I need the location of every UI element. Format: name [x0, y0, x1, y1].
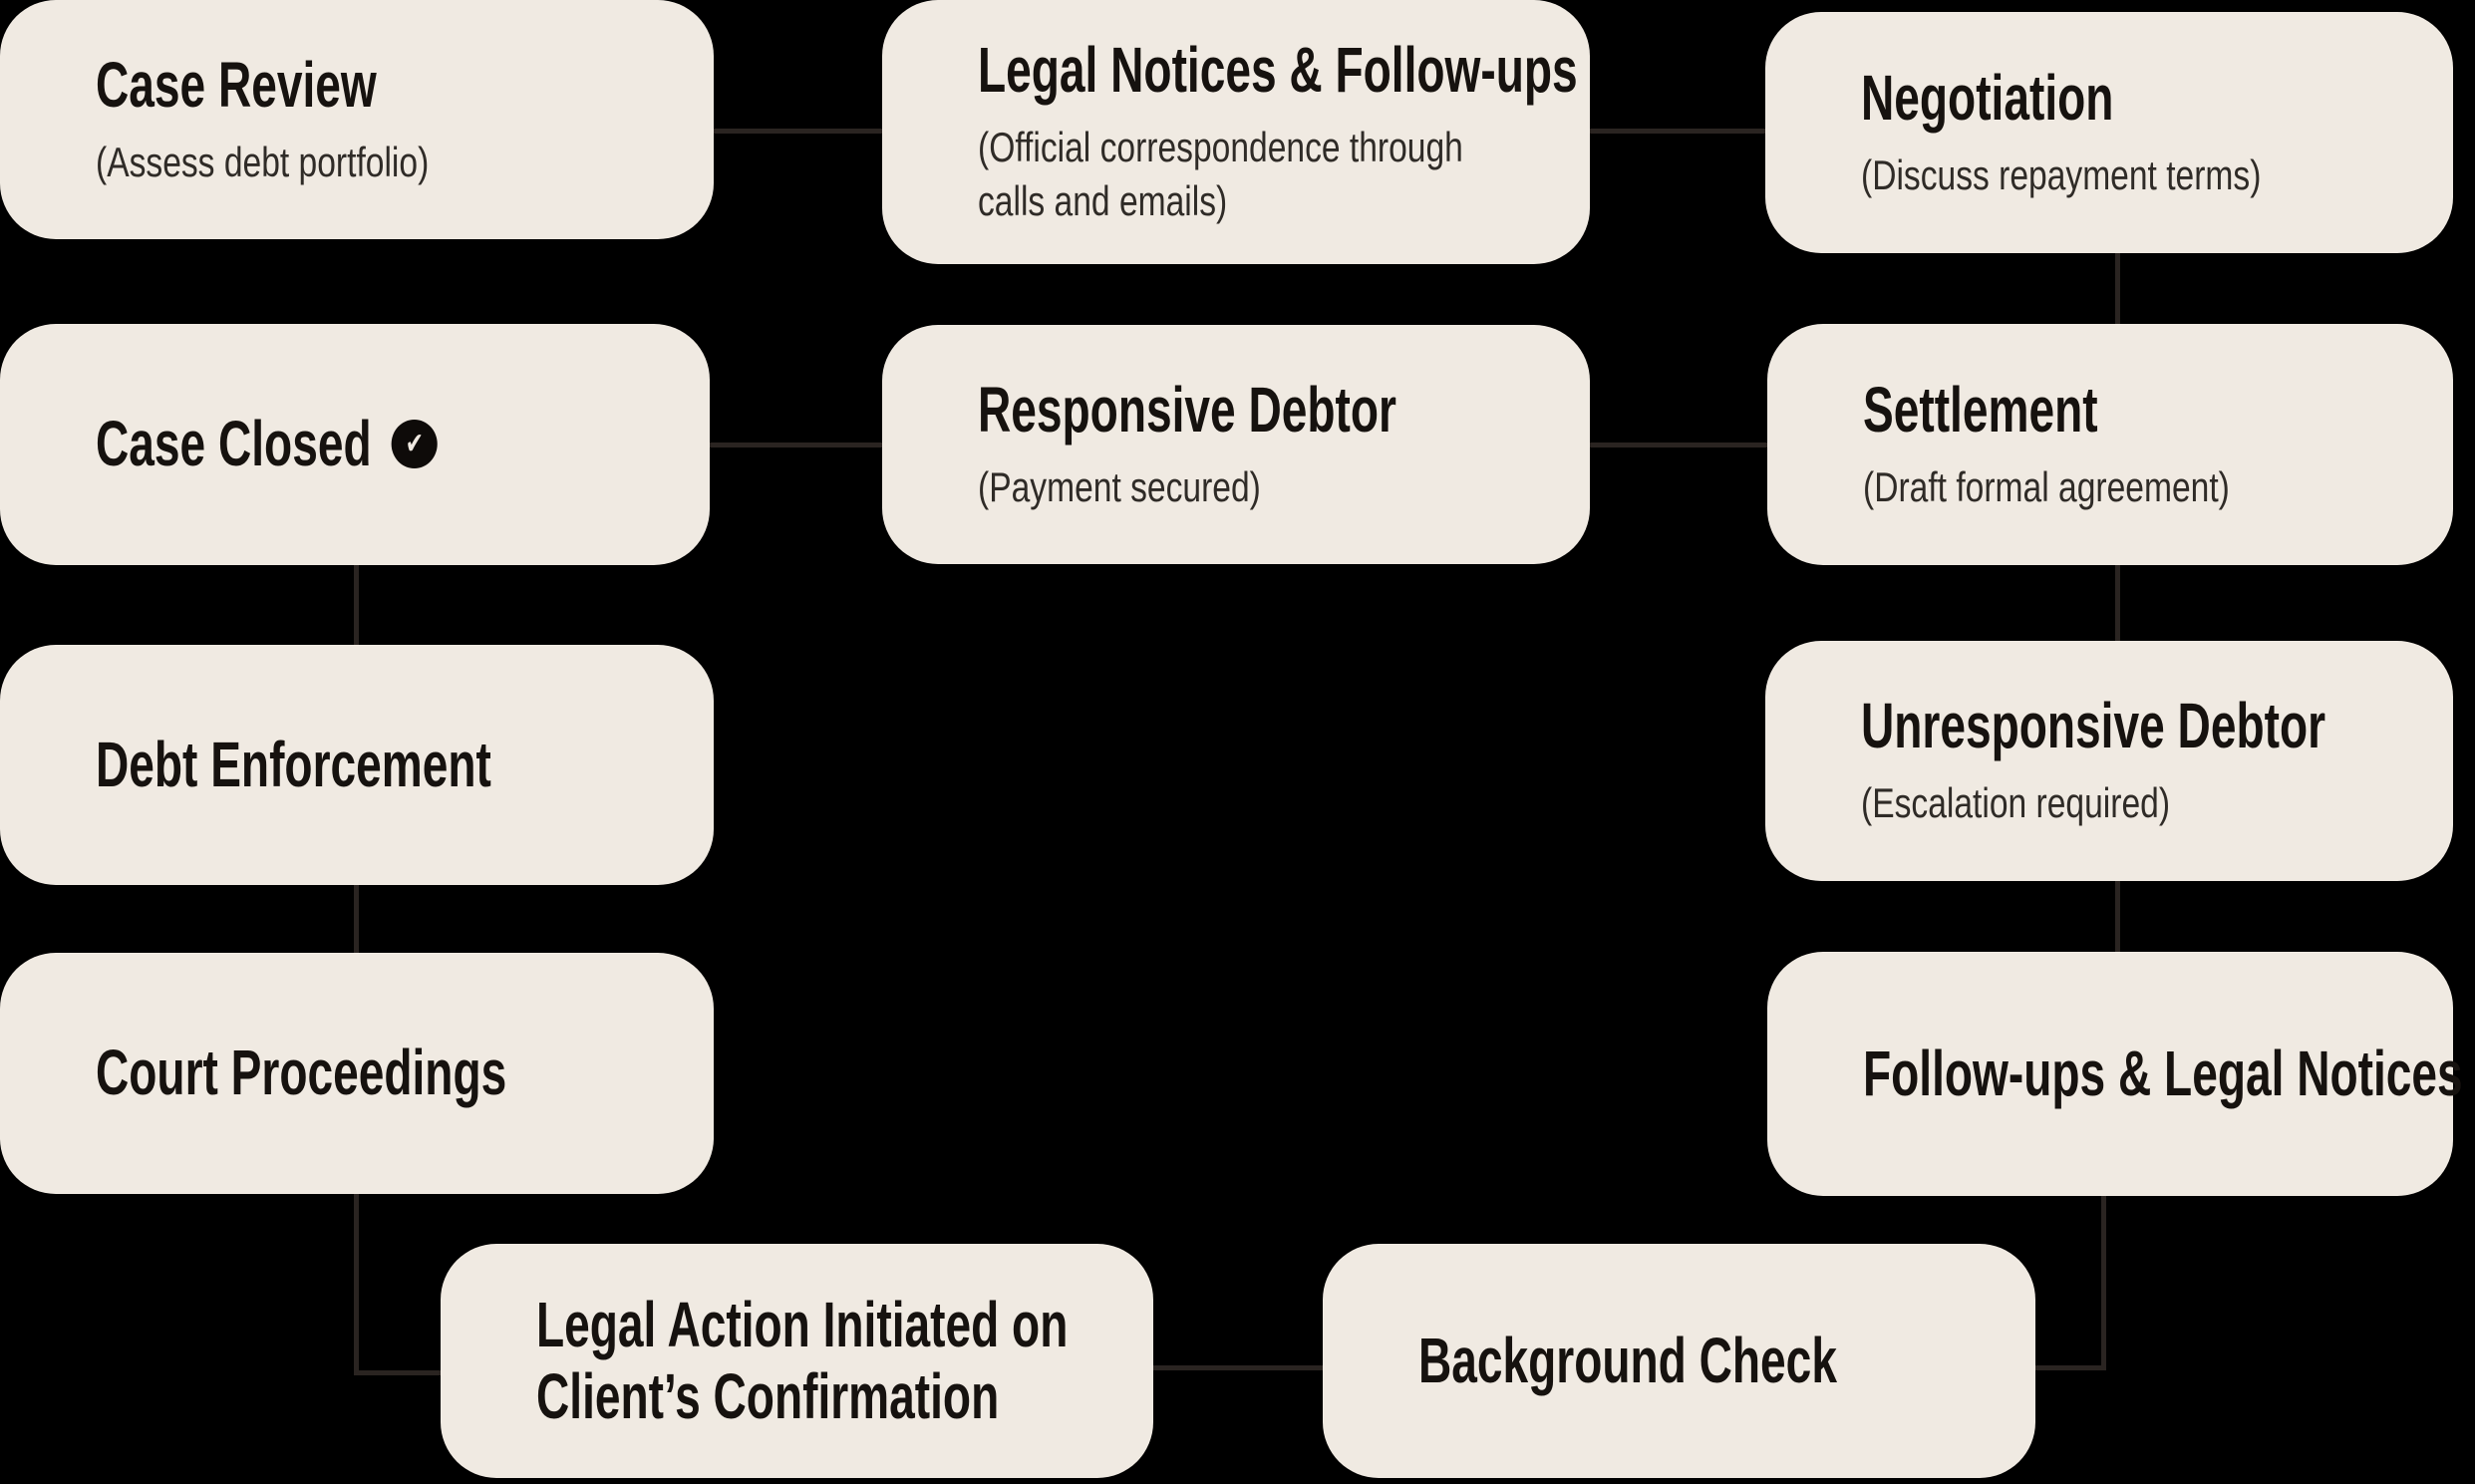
connector-background-check-to-legal-action	[1151, 1365, 1325, 1370]
node-court-proceedings: Court Proceedings	[0, 953, 714, 1194]
connector-settlement-to-responsive-debtor	[1588, 443, 1771, 447]
connector-responsive-debtor-to-case-closed	[708, 443, 885, 447]
node-case-review: Case Review (Assess debt portfolio)	[0, 0, 714, 239]
check-circle-icon: ✔	[391, 420, 438, 469]
node-title: Negotiation	[1861, 61, 2114, 134]
node-legal-notices-follow-ups: Legal Notices & Follow-ups (Official cor…	[882, 0, 1590, 264]
connector-court-proceedings-to-debt-enforcement	[354, 882, 359, 956]
node-title: Legal Notices & Follow-ups	[978, 34, 1578, 107]
node-title: Legal Action Initiated on Client’s Confi…	[536, 1288, 1069, 1432]
node-responsive-debtor: Responsive Debtor (Payment secured)	[882, 325, 1590, 564]
connector-case-review-to-legal-notices	[714, 129, 885, 134]
node-negotiation: Negotiation (Discuss repayment terms)	[1765, 12, 2453, 253]
node-subtitle: (Escalation required)	[1861, 779, 2171, 827]
connector-unresponsive-debtor-to-follow-ups	[2115, 879, 2120, 955]
node-subtitle: (Assess debt portfolio)	[96, 138, 430, 185]
node-title: Case Review	[96, 48, 377, 121]
node-title: Background Check	[1418, 1324, 1837, 1396]
node-title: Debt Enforcement	[96, 728, 491, 800]
node-background-check: Background Check	[1323, 1244, 2035, 1478]
node-unresponsive-debtor: Unresponsive Debtor (Escalation required…	[1765, 641, 2453, 881]
node-settlement: Settlement (Draft formal agreement)	[1767, 324, 2453, 565]
node-title: Responsive Debtor	[978, 373, 1396, 445]
connector-legal-action-to-court-proceedings	[354, 1192, 359, 1375]
connector-settlement-to-unresponsive-debtor	[2115, 562, 2120, 644]
node-debt-enforcement: Debt Enforcement	[0, 645, 714, 885]
node-follow-ups-legal-notices: Follow-ups & Legal Notices	[1767, 952, 2463, 1196]
node-subtitle: (Payment secured)	[978, 462, 1261, 510]
node-title: Unresponsive Debtor	[1861, 690, 2326, 762]
connector-legal-notices-to-negotiation	[1588, 129, 1767, 134]
node-title: Case Closed	[96, 408, 372, 480]
connector-legal-action-left-segment	[354, 1370, 444, 1375]
node-title: Court Proceedings	[96, 1037, 507, 1109]
node-title: Settlement	[1863, 373, 2098, 445]
connector-negotiation-to-settlement	[2115, 249, 2120, 327]
connector-debt-enforcement-to-case-closed	[354, 562, 359, 647]
node-subtitle: (Discuss repayment terms)	[1861, 150, 2262, 198]
connector-follow-ups-down-segment	[2101, 1194, 2106, 1370]
node-title: Follow-ups & Legal Notices	[1863, 1037, 2463, 1109]
node-legal-action-initiated: Legal Action Initiated on Client’s Confi…	[441, 1244, 1153, 1478]
node-subtitle: (Draft formal agreement)	[1863, 462, 2230, 510]
node-case-closed: Case Closed ✔	[0, 324, 710, 565]
connector-follow-ups-to-background-check	[2033, 1365, 2106, 1370]
node-subtitle: (Official correspondence through calls a…	[978, 123, 1463, 225]
